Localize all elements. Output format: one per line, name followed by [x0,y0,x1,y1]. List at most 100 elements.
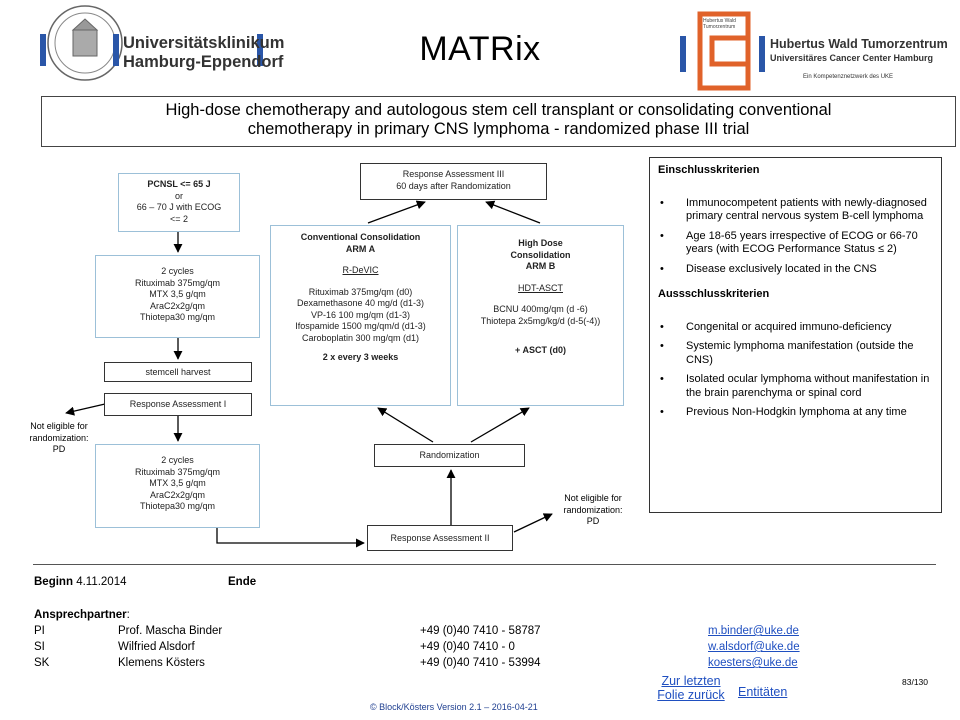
bullet-icon: • [660,229,664,242]
induction-cycles-1-box: 2 cycles Rituximab 375mg/qm MTX 3,5 g/qm… [95,255,260,338]
contact-role: SK [34,657,50,669]
contact-phone: +49 (0)40 7410 - 53994 [420,657,541,669]
eligibility-line2: or [174,190,183,201]
bullet-icon: • [660,262,664,275]
arm-b-box: High Dose Consolidation ARM B HDT-ASCT B… [457,225,624,406]
beginn-label: Beginn [34,576,73,588]
cycles2-line2: Rituximab 375mg/qm [134,466,221,477]
contact-role: PI [34,625,45,637]
contact-email-link[interactable]: w.alsdorf@uke.de [708,641,800,653]
response-assessment-1-box: Response Assessment I [104,393,252,416]
inclusion-item: • Immunocompetent patients with newly-dia… [658,197,933,224]
cycles1-line3: MTX 3,5 g/qm [149,289,206,299]
cycles2-line5: Thiotepa30 mg/qm [139,501,216,511]
exclusion-header: Aussschlusskriterien [658,288,770,300]
bullet-icon: • [660,196,664,209]
eligibility-line1: PCNSL <= 65 J [147,179,211,189]
cycles1-line4: AraC2x2g/qm [149,300,206,311]
arm-a-title2: ARM A [345,243,376,254]
arrow-not-eligible-right [513,513,553,533]
copyright-note: © Block/Kösters Version 2.1 – 2016-04-21 [370,702,538,712]
not-eligible-left-line2: randomization: [29,432,89,443]
not-eligible-left-line3: PD [52,444,66,454]
entities-link[interactable]: Entitäten [738,685,788,699]
arm-b-regimen: HDT-ASCT [518,282,563,293]
arm-b-drug1: BCNU 400mg/qm (d -6) [493,304,588,314]
subtitle-line2: chemotherapy in primary CNS lymphoma - r… [247,120,750,138]
uke-seal-icon [40,5,263,81]
arrow-cycles2-response2 [216,528,365,548]
contact-email-link[interactable]: koesters@uke.de [708,657,798,669]
uke-logo-line2: Hamburg-Eppendorf [123,53,284,71]
arm-b-title1: High Dose [518,238,563,248]
exclusion-text: Congenital or acquired immuno-deficiency [686,320,892,333]
arm-b-title3: ARM B [525,261,556,271]
contact-phone: +49 (0)40 7410 - 0 [420,641,515,653]
induction-cycles-2-box: 2 cycles Rituximab 375mg/qm MTX 3,5 g/qm… [95,444,260,528]
inclusion-text: Immunocompetent patients with newly-diag… [686,196,927,223]
response3-line1: Response Assessment III [402,169,505,179]
contact-role: SI [34,641,45,653]
bullet-icon: • [660,320,664,333]
arm-a-drug3: VP-16 100 mg/qm (d1-3) [310,309,411,320]
inclusion-text: Disease exclusively located in the CNS [686,262,877,275]
arm-a-regimen: R-DeVIC [342,265,379,275]
arm-a-drug2: Dexamethasone 40 mg/d (d1-3) [296,298,425,308]
beginn-value: 4.11.2014 [76,576,127,588]
inclusion-header: Einschlusskriterien [658,164,760,176]
arrow-arm-a-response3 [367,200,426,224]
cycles2-line3: MTX 3,5 g/qm [149,478,206,488]
not-eligible-right-line3: PD [586,516,600,526]
footer-divider [33,564,936,565]
not-eligible-right-note: Not eligible for randomization: PD [548,493,638,528]
contact-colon: : [126,609,130,621]
not-eligible-right-line2: randomization: [563,504,623,515]
not-eligible-left-note: Not eligible for randomization: PD [18,421,100,456]
bullet-icon: • [660,406,664,418]
arrow-randomization-arm-b [470,407,530,443]
not-eligible-right-line1: Not eligible for [564,493,622,503]
back-link[interactable]: Zur letzten Folie zurück [651,674,731,702]
arm-a-box: Conventional Consolidation ARM A R-DeVIC… [270,225,451,406]
not-eligible-left-line1: Not eligible for [30,421,88,431]
arm-a-title1: Conventional Consolidation [300,232,421,242]
hwtz-small2: Tumorzentrum [703,24,736,30]
arm-b-title2: Consolidation [510,249,571,260]
subtitle-line1: High-dose chemotherapy and autologous st… [165,101,832,119]
hwtz-emblem-icon [680,11,765,91]
eligibility-line4: <= 2 [169,213,189,224]
arm-b-asct: + ASCT (d0) [515,345,566,355]
bullet-icon: • [660,340,664,352]
hwtz-logo-line3: Ein Kompetenznetzwerk des UKE [803,74,894,80]
response-assessment-2-box: Response Assessment II [367,525,513,551]
bullet-icon: • [660,373,664,385]
ende-label: Ende [228,576,257,588]
back-link-line1[interactable]: Zur letzten [661,674,721,688]
criteria-panel: Einschlusskriterien • Immunocompetent pat… [649,157,942,513]
exclusion-text: Systemic lymphoma manifestation (outside… [686,340,914,366]
contact-header: Ansprechpartner: [34,609,130,621]
response-assessment-3-box: Response Assessment III 60 days after Ra… [360,163,547,200]
stemcell-harvest-box: stemcell harvest [104,362,252,382]
arm-b-drug2: Thiotepa 2x5mg/kg/d (d-5(-4)) [480,315,601,326]
contact-email-link[interactable]: m.binder@uke.de [708,625,799,637]
trial-subtitle: High-dose chemotherapy and autologous st… [41,96,956,147]
contact-label: Ansprechpartner [34,609,127,621]
exclusion-item: • Congenital or acquired immuno-deficienc… [658,321,933,335]
arrow-not-eligible-left [65,403,106,416]
back-link-line2[interactable]: Folie zurück [657,688,725,702]
contact-name: Klemens Kösters [118,657,205,669]
inclusion-text: Age 18-65 years irrespective of ECOG or … [686,229,918,256]
cycles1-line5: Thiotepa30 mg/qm [139,312,216,322]
uke-logo-line1: Universitätsklinikum [123,34,285,52]
randomization-box: Randomization [374,444,525,467]
cycles2-line1: 2 cycles [161,455,194,465]
contact-name: Wilfried Alsdorf [118,641,195,653]
arm-a-drug1: Rituximab 375mg/qm (d0) [308,286,413,297]
exclusion-item: •Isolated ocular lymphoma without manife… [658,373,933,400]
eligibility-line3: 66 – 70 J with ECOG [136,202,222,212]
hwtz-logo-line2: Universitäres Cancer Center Hamburg [770,53,934,63]
arrow-arm-b-response3 [485,200,541,224]
page-title: MATRix [419,30,541,68]
page-number: 83/130 [902,677,928,687]
